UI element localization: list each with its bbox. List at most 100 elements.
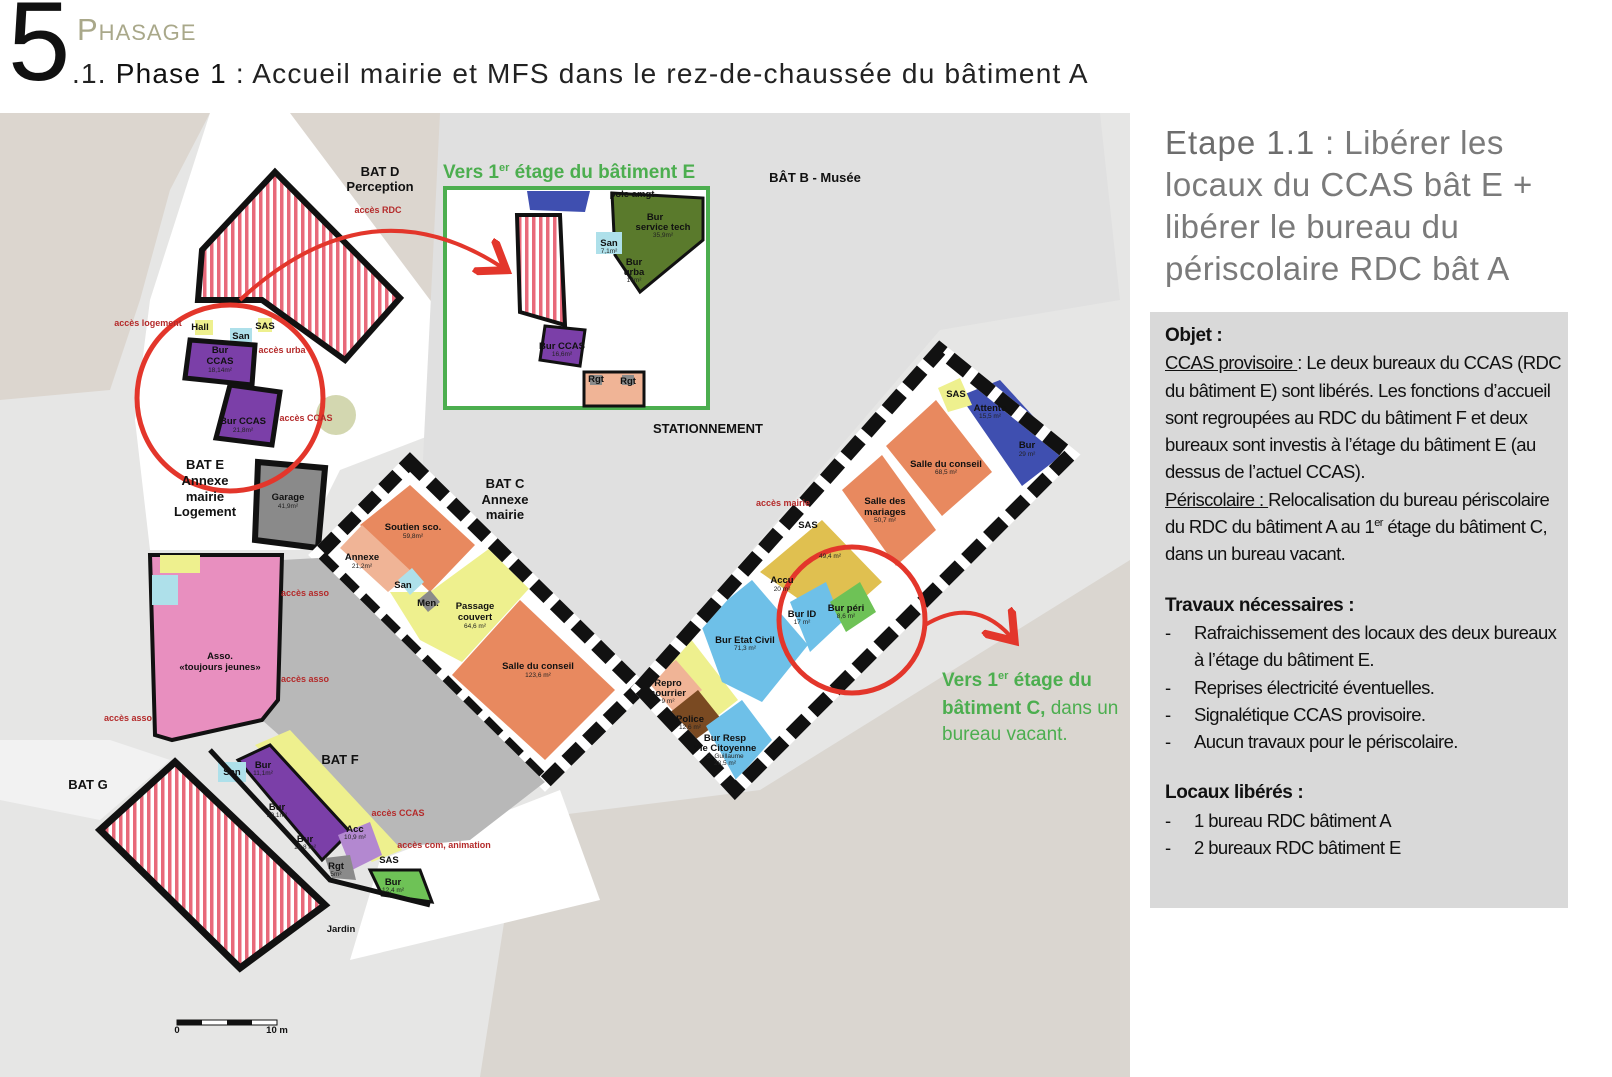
room-label: Bur ID <box>788 609 817 620</box>
room-area: 10,9 m² <box>344 834 367 841</box>
highlight-circle-bat-e <box>134 302 326 494</box>
room-area: 64,6 m² <box>464 623 487 630</box>
room-label: Soutien sco. <box>385 522 441 533</box>
svg-text:bâtiment C, dans un: bâtiment C, dans un <box>942 698 1118 719</box>
list-item: 2 bureaux RDC bâtiment E <box>1165 834 1565 862</box>
room-label: Salle des <box>864 496 905 507</box>
room-label: SAS <box>379 855 399 866</box>
room-label: Accu <box>770 575 793 586</box>
room-area: 71,3 m² <box>734 645 757 652</box>
building-label: STATIONNEMENT <box>653 421 763 436</box>
building-label: BAT D <box>361 164 400 179</box>
room-label: mariages <box>864 507 906 518</box>
room-label: Bur <box>212 345 229 356</box>
access-label: accès RDC <box>354 205 402 215</box>
room-area: 35,9m² <box>653 232 674 239</box>
room-label: Bur péri <box>828 603 864 614</box>
travaux-title: Travaux nécessaires : <box>1165 594 1355 616</box>
room-area: 19,8 m² <box>294 844 317 851</box>
room-label: Vie Citoyenne <box>694 743 757 754</box>
room-label: Men. <box>417 598 439 609</box>
room-label: CCAS <box>207 356 234 367</box>
building-a <box>630 340 1081 801</box>
room-label: Bur <box>647 212 664 223</box>
subtitle-phase: Phase 1 <box>115 58 227 89</box>
list-item: Aucun travaux pour le périscolaire. <box>1165 728 1565 756</box>
room-area: 28,5 m² <box>714 760 737 767</box>
room-label: Rgt <box>620 376 637 387</box>
list-item: Signalétique CCAS provisoire. <box>1165 701 1565 729</box>
room-label: Salle du conseil <box>910 459 982 470</box>
building-f-g <box>94 553 545 973</box>
room-label: Bur <box>269 802 286 813</box>
building-label: BAT C <box>486 476 525 491</box>
info-panel: Objet : CCAS provisoire : Le deux bureau… <box>1150 312 1568 908</box>
room-area: 12,4 m² <box>382 887 405 894</box>
list-item: 1 bureau RDC bâtiment A <box>1165 807 1565 835</box>
access-label: accès CCAS <box>279 413 332 423</box>
room-label: couvert <box>458 612 493 623</box>
room-area: 68,5 m² <box>935 469 958 476</box>
locaux-list: 1 bureau RDC bâtiment A 2 bureaux RDC bâ… <box>1165 807 1565 862</box>
arrow-to-note-icon <box>923 613 1012 638</box>
room-area: 21,8m² <box>233 427 254 434</box>
room-label: SAS <box>946 389 966 400</box>
room-label: Attente <box>974 403 1007 414</box>
building-label: BAT G <box>68 777 107 792</box>
room-label: Bur <box>1019 440 1036 451</box>
peri-text: Relocalisation du bureau périscolaire du… <box>1165 488 1550 538</box>
room-label: courrier <box>650 688 686 699</box>
ccas-paragraph: CCAS provisoire : Le deux bureaux du CCA… <box>1165 349 1565 485</box>
travaux-list: Rafraichissement des locaux des deux bur… <box>1165 619 1565 756</box>
room-area: 123,6 m² <box>525 672 551 679</box>
building-label: BAT F <box>321 752 358 767</box>
room-label: SAS <box>255 321 275 332</box>
subtitle-prefix: .1. <box>72 58 116 89</box>
room-label: San <box>600 238 618 249</box>
step-title: Etape 1.1 : Libérer les locaux du CCAS b… <box>1165 122 1595 290</box>
ccas-text: : Le deux bureaux du CCAS (RDC du bâtime… <box>1165 352 1562 483</box>
locaux-title: Locaux libérés : <box>1165 782 1304 804</box>
room-area: 20 m² <box>774 586 791 593</box>
room-label: Police <box>676 714 704 725</box>
arrow-to-inset-icon <box>238 228 503 302</box>
room-label: Bur Etat Civil <box>715 635 775 646</box>
room-label: Bur <box>297 834 314 845</box>
highlight-circles <box>134 228 1012 696</box>
room-label: Hall <box>191 322 208 333</box>
room-label: pole amgt <box>610 189 656 200</box>
access-label: accès asso <box>281 588 330 598</box>
room-label: Rgt <box>588 374 605 385</box>
building-label: mairie <box>486 507 524 522</box>
access-label: accès CCAS <box>371 808 424 818</box>
ccas-label: CCAS provisoire <box>1165 352 1298 374</box>
room-label: Annexe <box>345 552 379 563</box>
room-area: 50,7 m² <box>874 517 897 524</box>
note-bat-c: Vers 1er étage du bâtiment C, dans un bu… <box>942 670 1118 745</box>
room-label: Acc <box>346 824 363 835</box>
peri-text-end: étage du bâtiment C, dans un bureau vaca… <box>1165 516 1548 565</box>
room-label: urba <box>624 267 645 278</box>
room-area: 9 m² <box>662 698 676 705</box>
list-item: Rafraichissement des locaux des deux bur… <box>1165 619 1565 674</box>
building-c <box>308 452 650 792</box>
access-label: accès asso <box>281 674 330 684</box>
room-area: 8,6 m² <box>837 613 856 620</box>
room-label: Bur CCAS <box>539 341 585 352</box>
room-label: San <box>223 767 241 778</box>
room-label: Repro <box>654 678 682 689</box>
building-label: Perception <box>346 179 413 194</box>
room-area: 12,6 m² <box>679 724 702 731</box>
room-area: 21,2m² <box>352 563 373 570</box>
room-area: 59,8m² <box>403 533 424 540</box>
room-area: 15,5 m² <box>979 413 1002 420</box>
room-label: Asso. <box>207 651 233 662</box>
section-title: Phasage <box>77 12 197 47</box>
access-label: accès asso <box>104 713 153 723</box>
page-subtitle: .1. Phase 1 : Accueil mairie et MFS dans… <box>72 58 1089 90</box>
room-area: S. Guillaume <box>706 753 744 760</box>
room-label: San <box>394 580 412 591</box>
step-label: Etape 1.1 <box>1165 124 1316 161</box>
building-label: BAT E <box>186 457 224 472</box>
room-area: 5m² <box>330 871 342 878</box>
